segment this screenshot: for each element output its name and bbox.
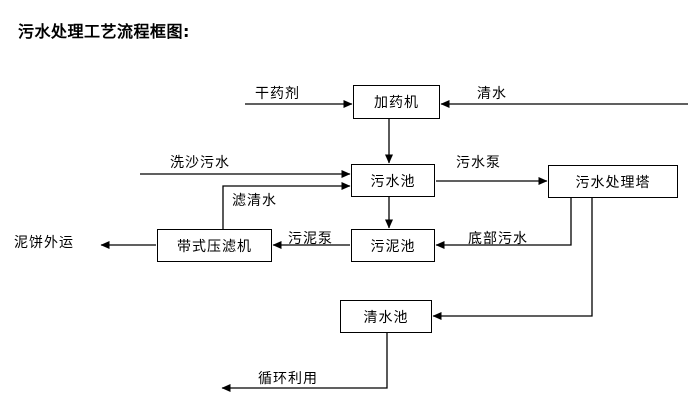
node-clear-water-pool-label: 清水池 xyxy=(363,309,409,326)
edge-label-sludge-pump: 污泥泵 xyxy=(288,231,333,247)
node-treatment-tower[interactable]: 污水处理塔 xyxy=(548,165,678,198)
io-label-dry-chemical: 干药剂 xyxy=(255,86,300,102)
node-sludge-pool-label: 污泥池 xyxy=(370,238,416,255)
edge-label-bottom-sewage: 底部污水 xyxy=(468,231,528,247)
node-sludge-pool[interactable]: 污泥池 xyxy=(351,229,435,262)
edge-label-sewage-pump: 污水泵 xyxy=(456,155,501,171)
edge-label-recycle-use: 循环利用 xyxy=(258,371,318,387)
edge-tower-to-clear-water-pool xyxy=(432,198,593,320)
io-label-sand-wash-sewage: 洗沙污水 xyxy=(170,155,230,171)
edge-filtrate-to-sewage-pool xyxy=(222,182,351,229)
edge-label-filtrate-water: 滤清水 xyxy=(232,193,277,209)
edge-clear-water-pool-to-recycle xyxy=(221,333,388,392)
node-clear-water-pool[interactable]: 清水池 xyxy=(340,300,432,333)
node-treatment-tower-label: 污水处理塔 xyxy=(575,174,651,191)
node-belt-filter-press[interactable]: 带式压滤机 xyxy=(157,229,272,262)
node-dosing-machine-label: 加药机 xyxy=(374,95,419,111)
page-title: 污水处理工艺流程框图: xyxy=(18,22,190,41)
node-sewage-pool[interactable]: 污水池 xyxy=(351,164,435,197)
node-sewage-pool-label: 污水池 xyxy=(370,173,416,190)
node-dosing-machine[interactable]: 加药机 xyxy=(353,85,440,119)
node-belt-filter-press-label: 带式压滤机 xyxy=(177,238,252,255)
edge-tower-to-sludge-pool xyxy=(435,198,572,249)
io-label-mud-cake-out: 泥饼外运 xyxy=(14,235,74,251)
io-label-clean-water: 清水 xyxy=(477,86,507,102)
